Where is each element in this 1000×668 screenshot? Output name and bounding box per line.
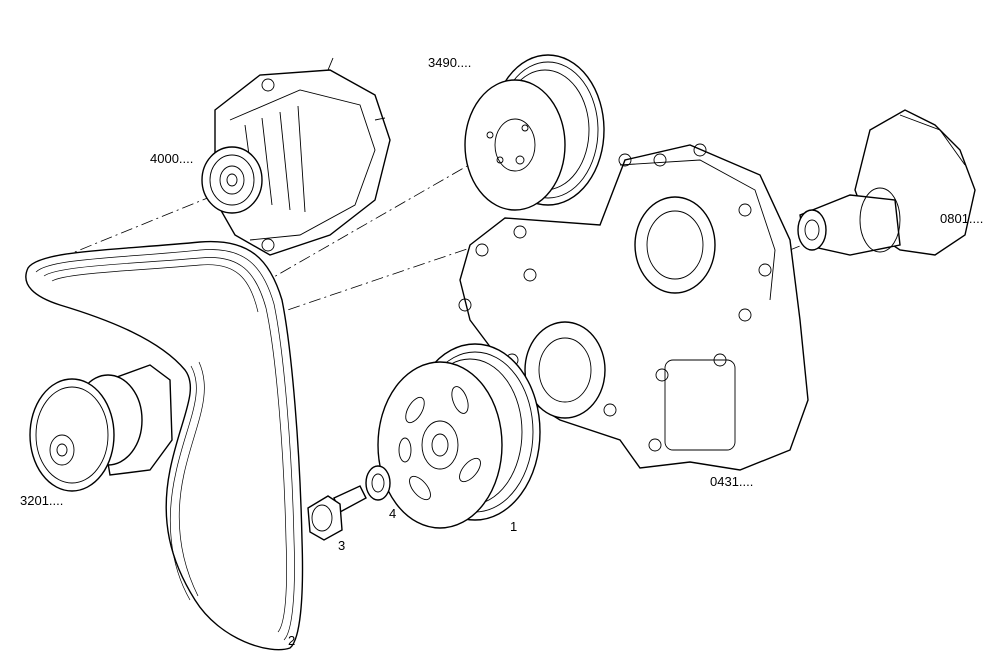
washer: [365, 465, 391, 501]
bolt: [307, 485, 367, 541]
timing-cover: [458, 143, 809, 471]
alternator: [201, 57, 391, 256]
poly-v-belt: [25, 240, 304, 651]
crankshaft: [797, 109, 976, 256]
item-1-label: 1: [510, 519, 517, 534]
tensioner-label: 3201....: [20, 493, 63, 508]
item-4-label: 4: [389, 506, 396, 521]
crankshaft-label: 0801....: [940, 211, 983, 226]
crankshaft-pulley: [377, 343, 541, 529]
water-pump-pulley-label: 3490....: [428, 55, 471, 70]
water-pump-pulley: [464, 54, 605, 211]
item-3-label: 3: [338, 538, 345, 553]
belt-tensioner: [29, 364, 173, 492]
alternator-label: 4000....: [150, 151, 193, 166]
item-2-label: 2: [288, 633, 295, 648]
timing-cover-label: 0431....: [710, 474, 753, 489]
